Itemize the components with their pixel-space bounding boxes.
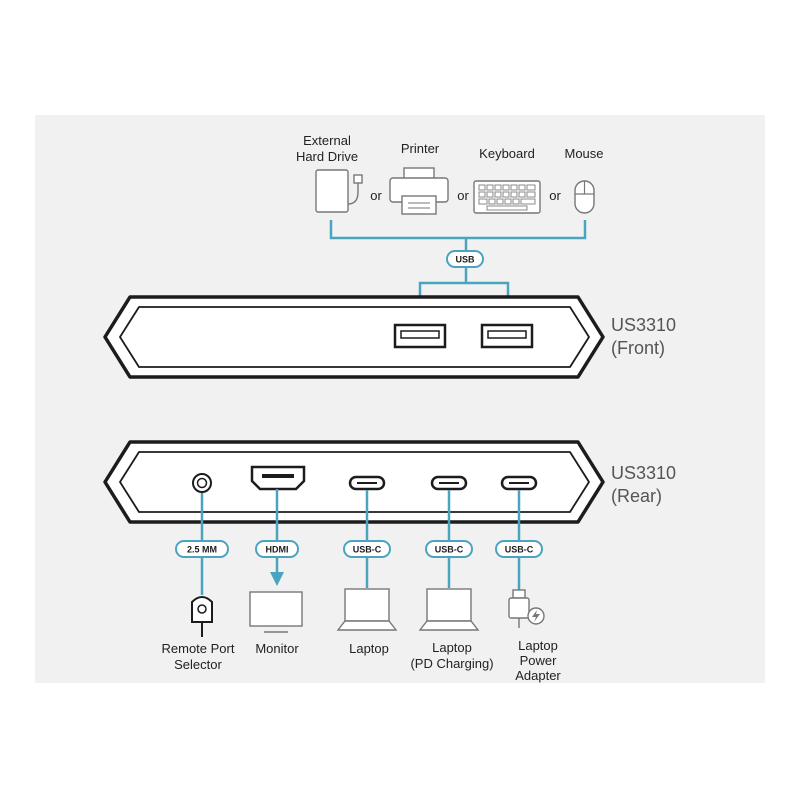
mouse-icon <box>574 180 595 214</box>
laptop-label: Laptop <box>349 641 389 656</box>
badge-usbc-pd: USB-C <box>425 540 473 558</box>
hdmi-port <box>250 465 306 491</box>
laptop-pd-icon <box>418 588 480 631</box>
front-device-side: (Front) <box>611 338 665 358</box>
badge-usbc-laptop: USB-C <box>343 540 391 558</box>
us3310-rear-device <box>103 440 605 524</box>
printer-label: Printer <box>401 141 440 156</box>
usb-c-port-pd <box>430 475 468 491</box>
usb-badge: USB <box>446 250 484 268</box>
usb-c-port-adapter <box>500 475 538 491</box>
or-separator-1: or <box>370 188 382 203</box>
badge-usbc-adapter: USB-C <box>495 540 543 558</box>
monitor-label: Monitor <box>255 641 299 656</box>
laptop-pd-label-line2: (PD Charging) <box>410 656 493 671</box>
usb-a-port-1 <box>393 323 447 349</box>
remote-port-jack <box>192 473 212 493</box>
badge-2-5mm: 2.5 MM <box>175 540 229 558</box>
adapter-label-line2: Power <box>520 653 558 668</box>
diagram-panel <box>35 115 765 683</box>
keyboard-label: Keyboard <box>479 146 535 161</box>
usb-a-port-2 <box>480 323 534 349</box>
remote-port-label-line1: Remote Port <box>162 641 235 656</box>
front-device-name: US3310 <box>611 315 676 335</box>
adapter-label-line3: Adapter <box>515 668 561 683</box>
badge-hdmi-label: HDMI <box>266 545 289 555</box>
us3310-front-device <box>103 295 605 379</box>
remote-port-selector-icon <box>191 596 213 637</box>
or-separator-3: or <box>549 188 561 203</box>
badge-hdmi: HDMI <box>255 540 299 558</box>
mouse-label: Mouse <box>564 146 603 161</box>
keyboard-icon <box>473 180 541 214</box>
rear-device-side: (Rear) <box>611 486 662 506</box>
external-hard-drive-label-line1: External <box>303 133 351 148</box>
or-separator-2: or <box>457 188 469 203</box>
power-adapter-icon <box>508 589 545 628</box>
badge-usbc-laptop-label: USB-C <box>353 545 382 555</box>
rear-device-name: US3310 <box>611 463 676 483</box>
badge-2-5mm-label: 2.5 MM <box>187 545 217 555</box>
external-hard-drive-icon <box>315 169 363 213</box>
usb-c-port-laptop <box>348 475 386 491</box>
badge-usbc-adapter-label: USB-C <box>505 545 534 555</box>
printer-icon <box>389 167 449 215</box>
badge-usbc-pd-label: USB-C <box>435 545 464 555</box>
laptop-icon <box>336 588 398 631</box>
external-hard-drive-label-line2: Hard Drive <box>296 149 358 164</box>
adapter-label-line1: Laptop <box>518 638 558 653</box>
laptop-pd-label-line1: Laptop <box>432 640 472 655</box>
remote-port-label-line2: Selector <box>174 657 222 672</box>
monitor-icon <box>249 591 303 633</box>
usb-badge-label: USB <box>455 255 475 265</box>
